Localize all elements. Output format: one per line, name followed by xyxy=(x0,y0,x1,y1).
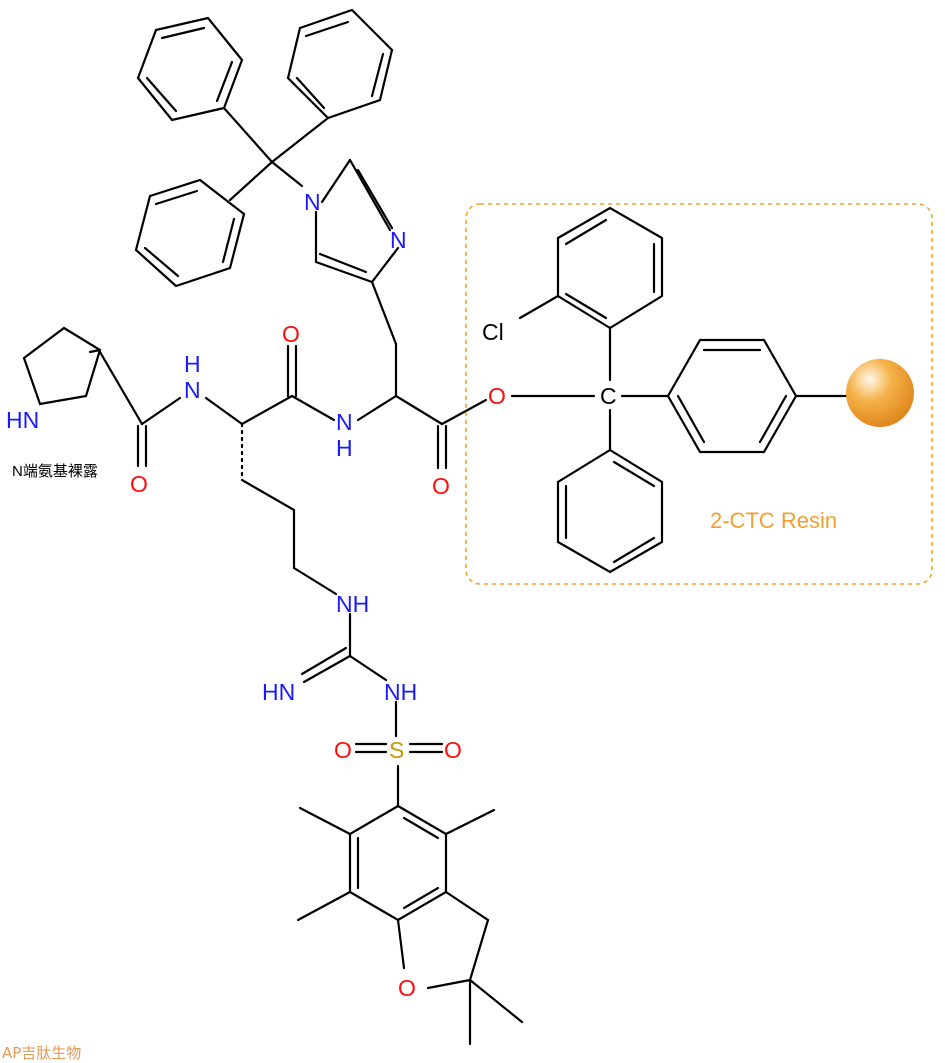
amide1-o-label: O xyxy=(130,471,148,497)
trityl-group xyxy=(134,8,394,288)
amide2-o-label: O xyxy=(282,321,300,347)
imidazole-ring xyxy=(314,158,400,398)
sulfonyl-s-label: S xyxy=(389,737,404,763)
ester-link-o-label: O xyxy=(488,383,506,409)
n-terminal-note: N端氨基裸露 xyxy=(12,463,98,480)
chloro-label: Cl xyxy=(482,319,504,345)
resin-label: 2-CTC Resin xyxy=(710,508,837,533)
guanidine-nh1-label: NH xyxy=(336,591,369,617)
ester-carbonyl-o-label: O xyxy=(432,473,450,499)
furan-o-label: O xyxy=(398,975,416,1001)
peptide-backbone xyxy=(98,344,488,808)
resin-box xyxy=(465,203,933,585)
amide2-h-label: H xyxy=(336,435,353,461)
imidazole-n-label: N xyxy=(390,227,407,253)
amide1-h-label: H xyxy=(184,351,201,377)
sulfonyl-o-right-label: O xyxy=(444,737,462,763)
proline-nh-label: HN xyxy=(6,407,39,433)
sulfonyl-o-left-label: O xyxy=(334,737,352,763)
guanidine-imine-label: HN xyxy=(262,679,295,705)
amide1-n-label: N xyxy=(184,377,201,403)
watermark: AP吉肽生物 xyxy=(2,1044,81,1062)
pbf-group xyxy=(296,804,524,1046)
proline-ring xyxy=(22,326,102,406)
resin-bead-icon xyxy=(846,359,914,427)
trityl-n-label: N xyxy=(304,189,321,215)
guanidine-nh2-label: NH xyxy=(384,679,417,705)
amide2-n-label: N xyxy=(336,409,353,435)
central-c-label: C xyxy=(600,383,617,409)
